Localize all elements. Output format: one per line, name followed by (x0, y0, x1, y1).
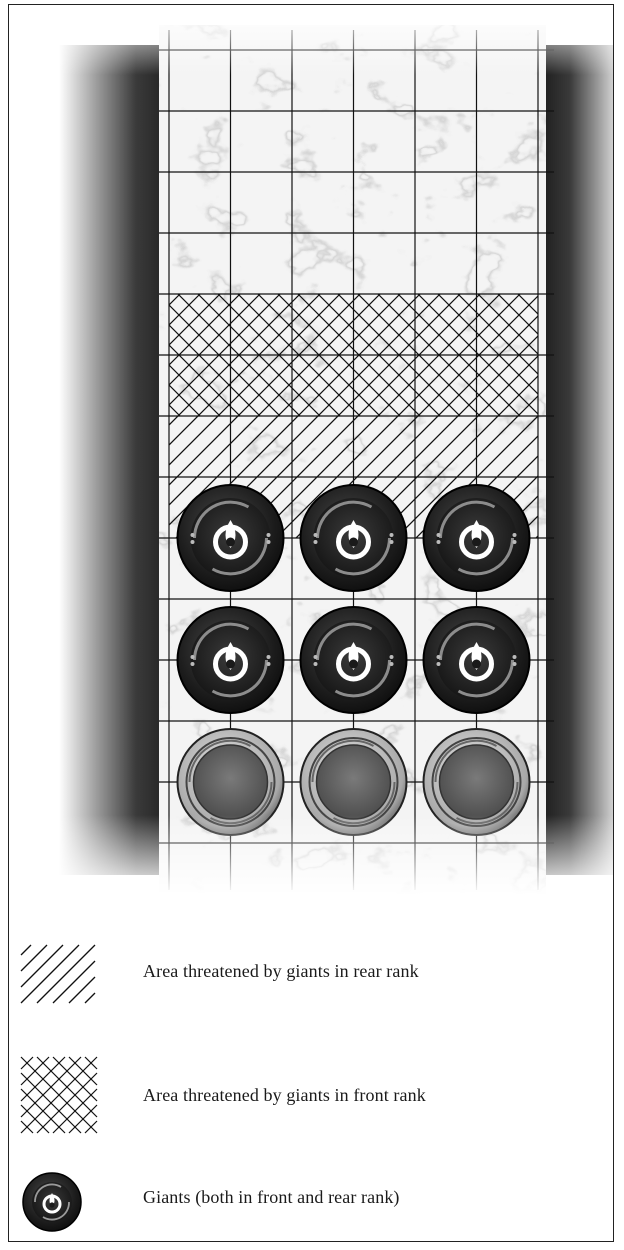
bottom-fade (9, 815, 614, 895)
giant-token[interactable] (178, 485, 284, 591)
legend-front: Area threatened by giants in front rank (9, 1055, 614, 1145)
giant-token[interactable] (178, 607, 284, 713)
giant-token[interactable] (301, 607, 407, 713)
left-wall (59, 45, 169, 875)
game-board (9, 5, 614, 895)
top-fade (9, 5, 614, 75)
token-layer (178, 485, 530, 835)
figure-frame: Area threatened by giants in rear rank (8, 4, 614, 1242)
legend-rear-label: Area threatened by giants in rear rank (143, 961, 419, 982)
legend-rear: Area threatened by giants in rear rank (9, 933, 614, 1023)
right-wall (546, 45, 614, 875)
legend-giants-label: Giants (both in front and rear rank) (143, 1187, 400, 1208)
giant-token[interactable] (424, 485, 530, 591)
diagonal-hatch-icon (19, 933, 103, 1017)
giant-token[interactable] (424, 607, 530, 713)
legend-giants: Giants (both in front and rear rank) (9, 1171, 614, 1242)
board-canvas (9, 5, 614, 895)
giant-token[interactable] (301, 485, 407, 591)
crosshatch-icon (19, 1055, 103, 1139)
giant-token-icon (21, 1171, 83, 1233)
legend-front-label: Area threatened by giants in front rank (143, 1085, 426, 1106)
